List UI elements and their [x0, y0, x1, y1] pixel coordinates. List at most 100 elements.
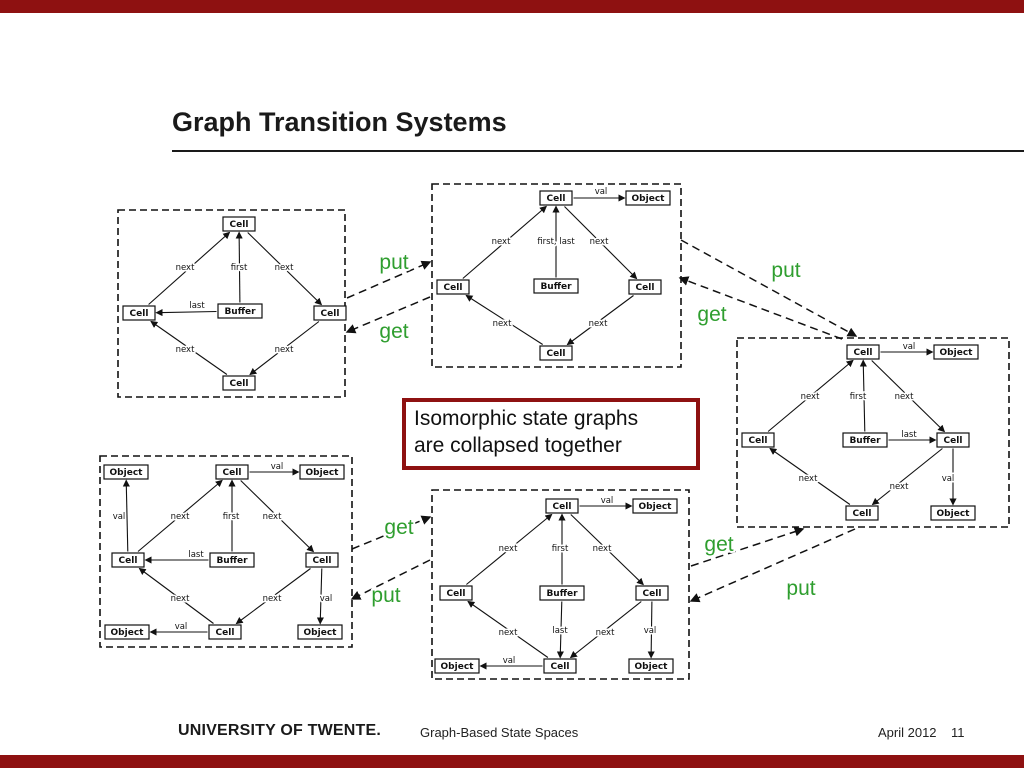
edge-label: next	[596, 628, 615, 638]
edge-next	[769, 447, 851, 505]
node-object	[434, 658, 480, 674]
node-label: Cell	[313, 556, 332, 566]
node-label: Cell	[216, 628, 235, 638]
node-label: Cell	[551, 662, 570, 672]
node-label: Cell	[444, 283, 463, 293]
edge-next	[570, 514, 644, 586]
edge-next	[871, 448, 943, 506]
edge-label: next	[492, 237, 511, 247]
edge-val	[647, 601, 655, 659]
edge-label: val	[903, 342, 916, 352]
transition-arrow	[345, 296, 431, 334]
edge-next	[564, 206, 638, 280]
state-boundary	[117, 209, 346, 398]
node-label: Object	[639, 502, 673, 512]
transition-put-2: put	[680, 239, 858, 337]
node-label: Object	[110, 468, 144, 478]
node-label: Buffer	[849, 436, 881, 446]
edge-label: val	[320, 594, 333, 604]
edge-label: val	[601, 496, 614, 506]
node-label: Buffer	[546, 589, 578, 599]
footer-institution: UNIVERSITY OF TWENTE.	[178, 722, 382, 739]
edge-first	[235, 231, 243, 303]
transition-put-5: put	[350, 559, 431, 609]
transition-put-0: put	[346, 249, 432, 299]
footer-page-number: 11	[951, 725, 965, 740]
edge-next	[767, 359, 854, 432]
node-object	[933, 344, 979, 360]
edge-label: next	[493, 319, 512, 329]
node-label: Object	[632, 194, 666, 204]
node-object	[632, 498, 678, 514]
transition-arrow	[680, 239, 858, 337]
node-label: Cell	[749, 436, 768, 446]
edge-next	[247, 232, 323, 306]
edge-val	[122, 479, 130, 552]
node-label: Object	[304, 628, 338, 638]
node-cell	[635, 585, 669, 601]
node-label: Cell	[547, 349, 566, 359]
edge-label: next	[799, 474, 818, 484]
edge-next	[137, 479, 223, 552]
edge-next	[138, 567, 214, 624]
node-buffer	[217, 303, 263, 319]
edge-label: next	[499, 628, 518, 638]
edge-next	[462, 205, 548, 279]
edge-label: next	[171, 512, 190, 522]
edge-label: next	[263, 594, 282, 604]
node-label: Cell	[854, 348, 873, 358]
edge-label: first, last	[537, 237, 575, 247]
node-cell	[628, 279, 662, 295]
node-label: Object	[111, 628, 145, 638]
node-cell	[222, 375, 256, 391]
node-object	[930, 505, 976, 521]
edge-label: next	[171, 594, 190, 604]
transition-label: get	[697, 303, 726, 326]
transition-get-3: get	[678, 276, 843, 340]
title-rule	[172, 150, 1024, 152]
node-cell	[208, 624, 242, 640]
edge-label: val	[644, 626, 657, 636]
edge-label: first	[223, 512, 240, 522]
isomorphism-callout: Isomorphic state graphs are collapsed to…	[402, 398, 700, 470]
edge-label: next	[593, 544, 612, 554]
node-object	[104, 624, 150, 640]
transition-arrow	[351, 515, 432, 550]
node-buffer	[539, 585, 585, 601]
edge-next	[566, 295, 634, 346]
edge-label: next	[263, 512, 282, 522]
edge-label: val	[175, 622, 188, 632]
transition-arrow	[678, 276, 843, 340]
node-cell	[539, 190, 573, 206]
transition-arrow	[689, 528, 856, 603]
node-object	[299, 464, 345, 480]
transition-label: put	[771, 259, 800, 282]
edge-label: val	[942, 474, 955, 484]
node-label: Object	[306, 468, 340, 478]
transition-arrow	[350, 559, 431, 600]
node-object	[625, 190, 671, 206]
edge-label: last	[552, 626, 568, 636]
node-cell	[543, 658, 577, 674]
transition-label: put	[371, 584, 400, 607]
edge-label: first	[231, 263, 248, 273]
bottom-bar	[0, 755, 1024, 768]
node-label: Buffer	[224, 307, 256, 317]
node-cell	[936, 432, 970, 448]
edge-label: val	[113, 512, 126, 522]
node-cell	[215, 464, 249, 480]
state-boundary	[736, 337, 1010, 528]
edge-label: first	[850, 392, 867, 402]
transition-label: get	[384, 516, 413, 539]
edge-label: next	[176, 345, 195, 355]
edge-next	[467, 600, 549, 658]
edge-last	[556, 601, 564, 659]
transition-label: get	[704, 533, 733, 556]
state-boundary	[431, 183, 682, 368]
transition-put-7: put	[689, 528, 856, 603]
transition-label: put	[786, 577, 815, 600]
